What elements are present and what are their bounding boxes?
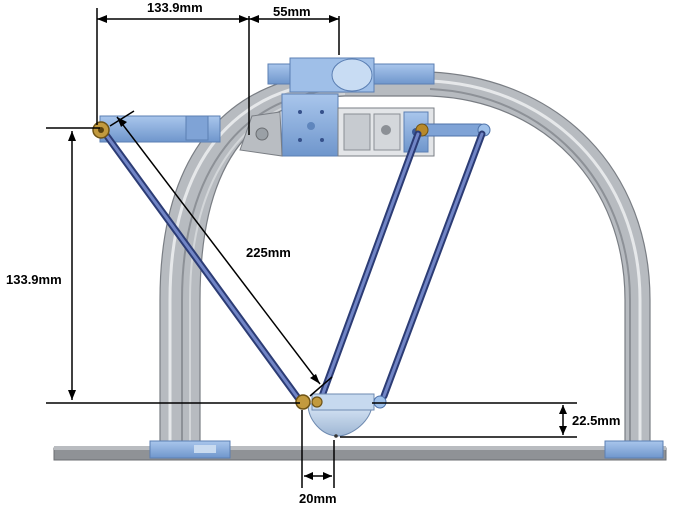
dim-bottom-width: 20mm (299, 491, 337, 506)
base-plate (53, 446, 667, 461)
left-foot (149, 440, 231, 459)
top-left-joint (92, 121, 110, 139)
delta-rods (100, 128, 486, 402)
end-effector (295, 393, 387, 438)
dimension-lines (46, 8, 577, 488)
right-foot (604, 440, 664, 459)
dim-effector-offset: 22.5mm (572, 413, 620, 428)
right-horizontal-link (415, 123, 491, 137)
dim-top-center-width: 55mm (273, 4, 311, 19)
dimension-arrows (68, 15, 567, 480)
top-motor-mount (239, 57, 435, 157)
left-motor-arm (99, 115, 221, 143)
dim-diagonal-arm: 225mm (246, 245, 291, 260)
dim-left-height: 133.9mm (6, 272, 62, 287)
dim-top-left-width: 133.9mm (147, 0, 203, 15)
